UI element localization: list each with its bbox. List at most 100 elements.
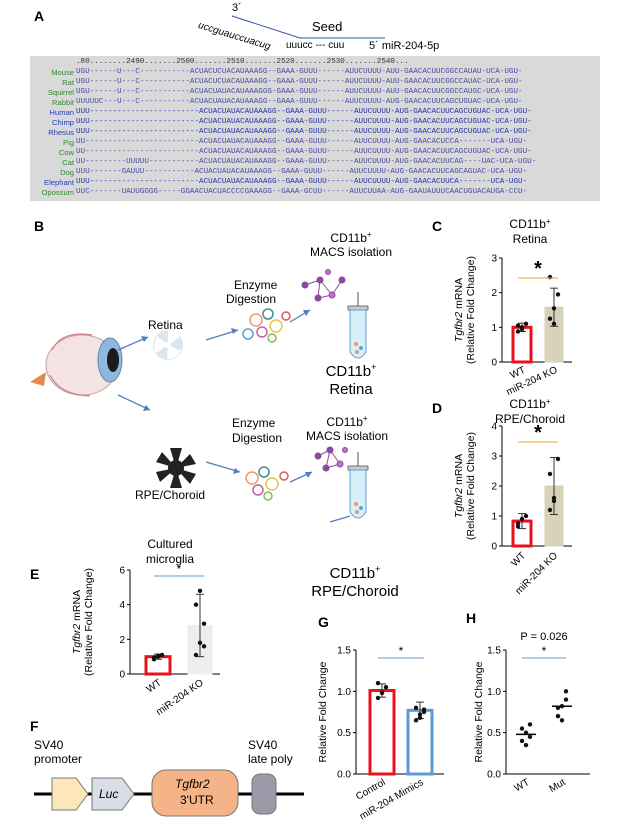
data-point [193, 602, 199, 607]
species-name-cat: Cat [62, 158, 74, 167]
data-point [383, 685, 389, 690]
data-point [197, 588, 203, 593]
bar-1 [368, 689, 396, 776]
data-point [155, 653, 161, 658]
construct-diagram [34, 769, 304, 817]
species-name-human: Human [49, 108, 74, 117]
data-point [527, 734, 533, 739]
significance-star: * [534, 422, 542, 444]
y-axis-label: Tgfbr2 mRNA(Relative Fold Change) [453, 432, 477, 540]
x-tick-label: WT [145, 677, 164, 695]
panel-label-f: F [30, 718, 39, 734]
digestion-label-2: Digestion [232, 431, 283, 445]
significance-star: * [542, 644, 547, 658]
x-tick-label: WT [509, 550, 528, 569]
data-point [527, 722, 533, 727]
species-seq-rhesus: UUU------------------------ACUACUAUACAUA… [76, 128, 532, 136]
species-seq-human: UUU------------------------ACUACUAUACAUA… [76, 108, 532, 116]
rpe-choroid-icon [156, 448, 196, 488]
species-sequences: UGU------U---C-----------ACUACUCUACAUAAA… [76, 68, 598, 198]
tgfbr2-label: Tgfbr2 [175, 777, 210, 791]
data-point [523, 742, 529, 748]
species-name-squirrel: Squirrel [47, 88, 74, 97]
data-point [547, 471, 553, 477]
y-axis-label: Relative Fold Change [317, 661, 329, 762]
data-point [523, 513, 529, 519]
tube-rpe [347, 452, 369, 519]
panel-label-d: D [432, 400, 443, 416]
species-name-rat: Rat [62, 78, 74, 87]
species-name-rhesus: Rhesus [48, 128, 74, 137]
data-point [413, 718, 419, 723]
sequence-alignment: .80........2490.......2500.......2510...… [30, 56, 600, 201]
retina-label: Retina [148, 318, 183, 332]
data-point [515, 323, 521, 328]
data-point [547, 507, 553, 513]
data-point [547, 274, 553, 280]
tgfbr2-utr-shape [151, 769, 239, 817]
data-point [555, 456, 561, 462]
data-point [515, 329, 521, 334]
y-tick-label: 2 [491, 482, 497, 493]
species-seq-chimp: UUU------------------------ACUACUAUACAUA… [76, 118, 532, 126]
y-tick-label: 0 [491, 358, 497, 369]
y-tick-label: 1.0 [337, 687, 351, 698]
cell-cluster-retina [242, 308, 291, 343]
x-tick-label: WT [513, 777, 532, 794]
data-point [563, 689, 569, 694]
y-tick-label: 4 [119, 600, 125, 611]
species-name-rabbit: Rabbit [52, 98, 74, 107]
data-point [151, 655, 157, 660]
panel-label-c: C [432, 218, 443, 234]
chart-title: RPE/Choroid [495, 412, 565, 426]
y-tick-label: 2 [119, 635, 125, 646]
mirna-3prime: 3´ [232, 2, 242, 14]
mirna-name: 5´ miR-204-5p [369, 40, 440, 52]
bar-2 [406, 708, 434, 776]
utr-label: 3'UTR [180, 793, 214, 807]
data-point [559, 718, 565, 723]
panel-label-b: B [34, 218, 45, 234]
y-tick-label: 6 [119, 566, 125, 577]
mirna-diagonal-line [231, 15, 301, 39]
sv40-promoter-shape [51, 777, 89, 811]
significance-star: * [534, 258, 542, 280]
data-point [555, 713, 561, 719]
data-point [197, 640, 203, 645]
data-point [555, 292, 561, 297]
data-point [563, 697, 569, 702]
data-point [201, 644, 207, 649]
data-point [201, 621, 207, 626]
retina-icon [153, 330, 183, 360]
enzyme-label-2: Enzyme [232, 416, 276, 430]
data-point [375, 680, 381, 686]
data-point [559, 704, 565, 709]
data-point [417, 712, 423, 717]
species-seq-rat: UGU------U---C-----------ACUACUCUACAUAAA… [76, 78, 523, 86]
y-tick-label: 0.5 [337, 728, 351, 739]
data-point [519, 738, 525, 744]
data-point [413, 705, 419, 711]
seed-label: Seed [312, 19, 343, 34]
species-name-mouse: Mouse [51, 68, 74, 77]
y-tick-label: 1.5 [487, 646, 501, 657]
y-tick-label: 1.0 [487, 687, 501, 698]
species-seq-pig: UU-------------------------ACUACUAUACAUA… [76, 138, 528, 146]
species-name-dog: Dog [60, 168, 74, 177]
rpe-label: RPE/Choroid [135, 488, 206, 502]
y-tick-label: 1 [491, 323, 497, 334]
panel-label-h: H [466, 610, 477, 626]
macs-label-1: CD11b+ MACS isolation [309, 230, 393, 259]
y-tick-label: 4 [491, 422, 497, 433]
y-tick-label: 0.0 [487, 770, 501, 781]
panel-label-a: A [34, 8, 45, 24]
data-point [547, 316, 553, 321]
data-point [421, 709, 427, 715]
output-label-retina: CD11b+ Retina [325, 362, 377, 398]
data-point [193, 652, 199, 658]
